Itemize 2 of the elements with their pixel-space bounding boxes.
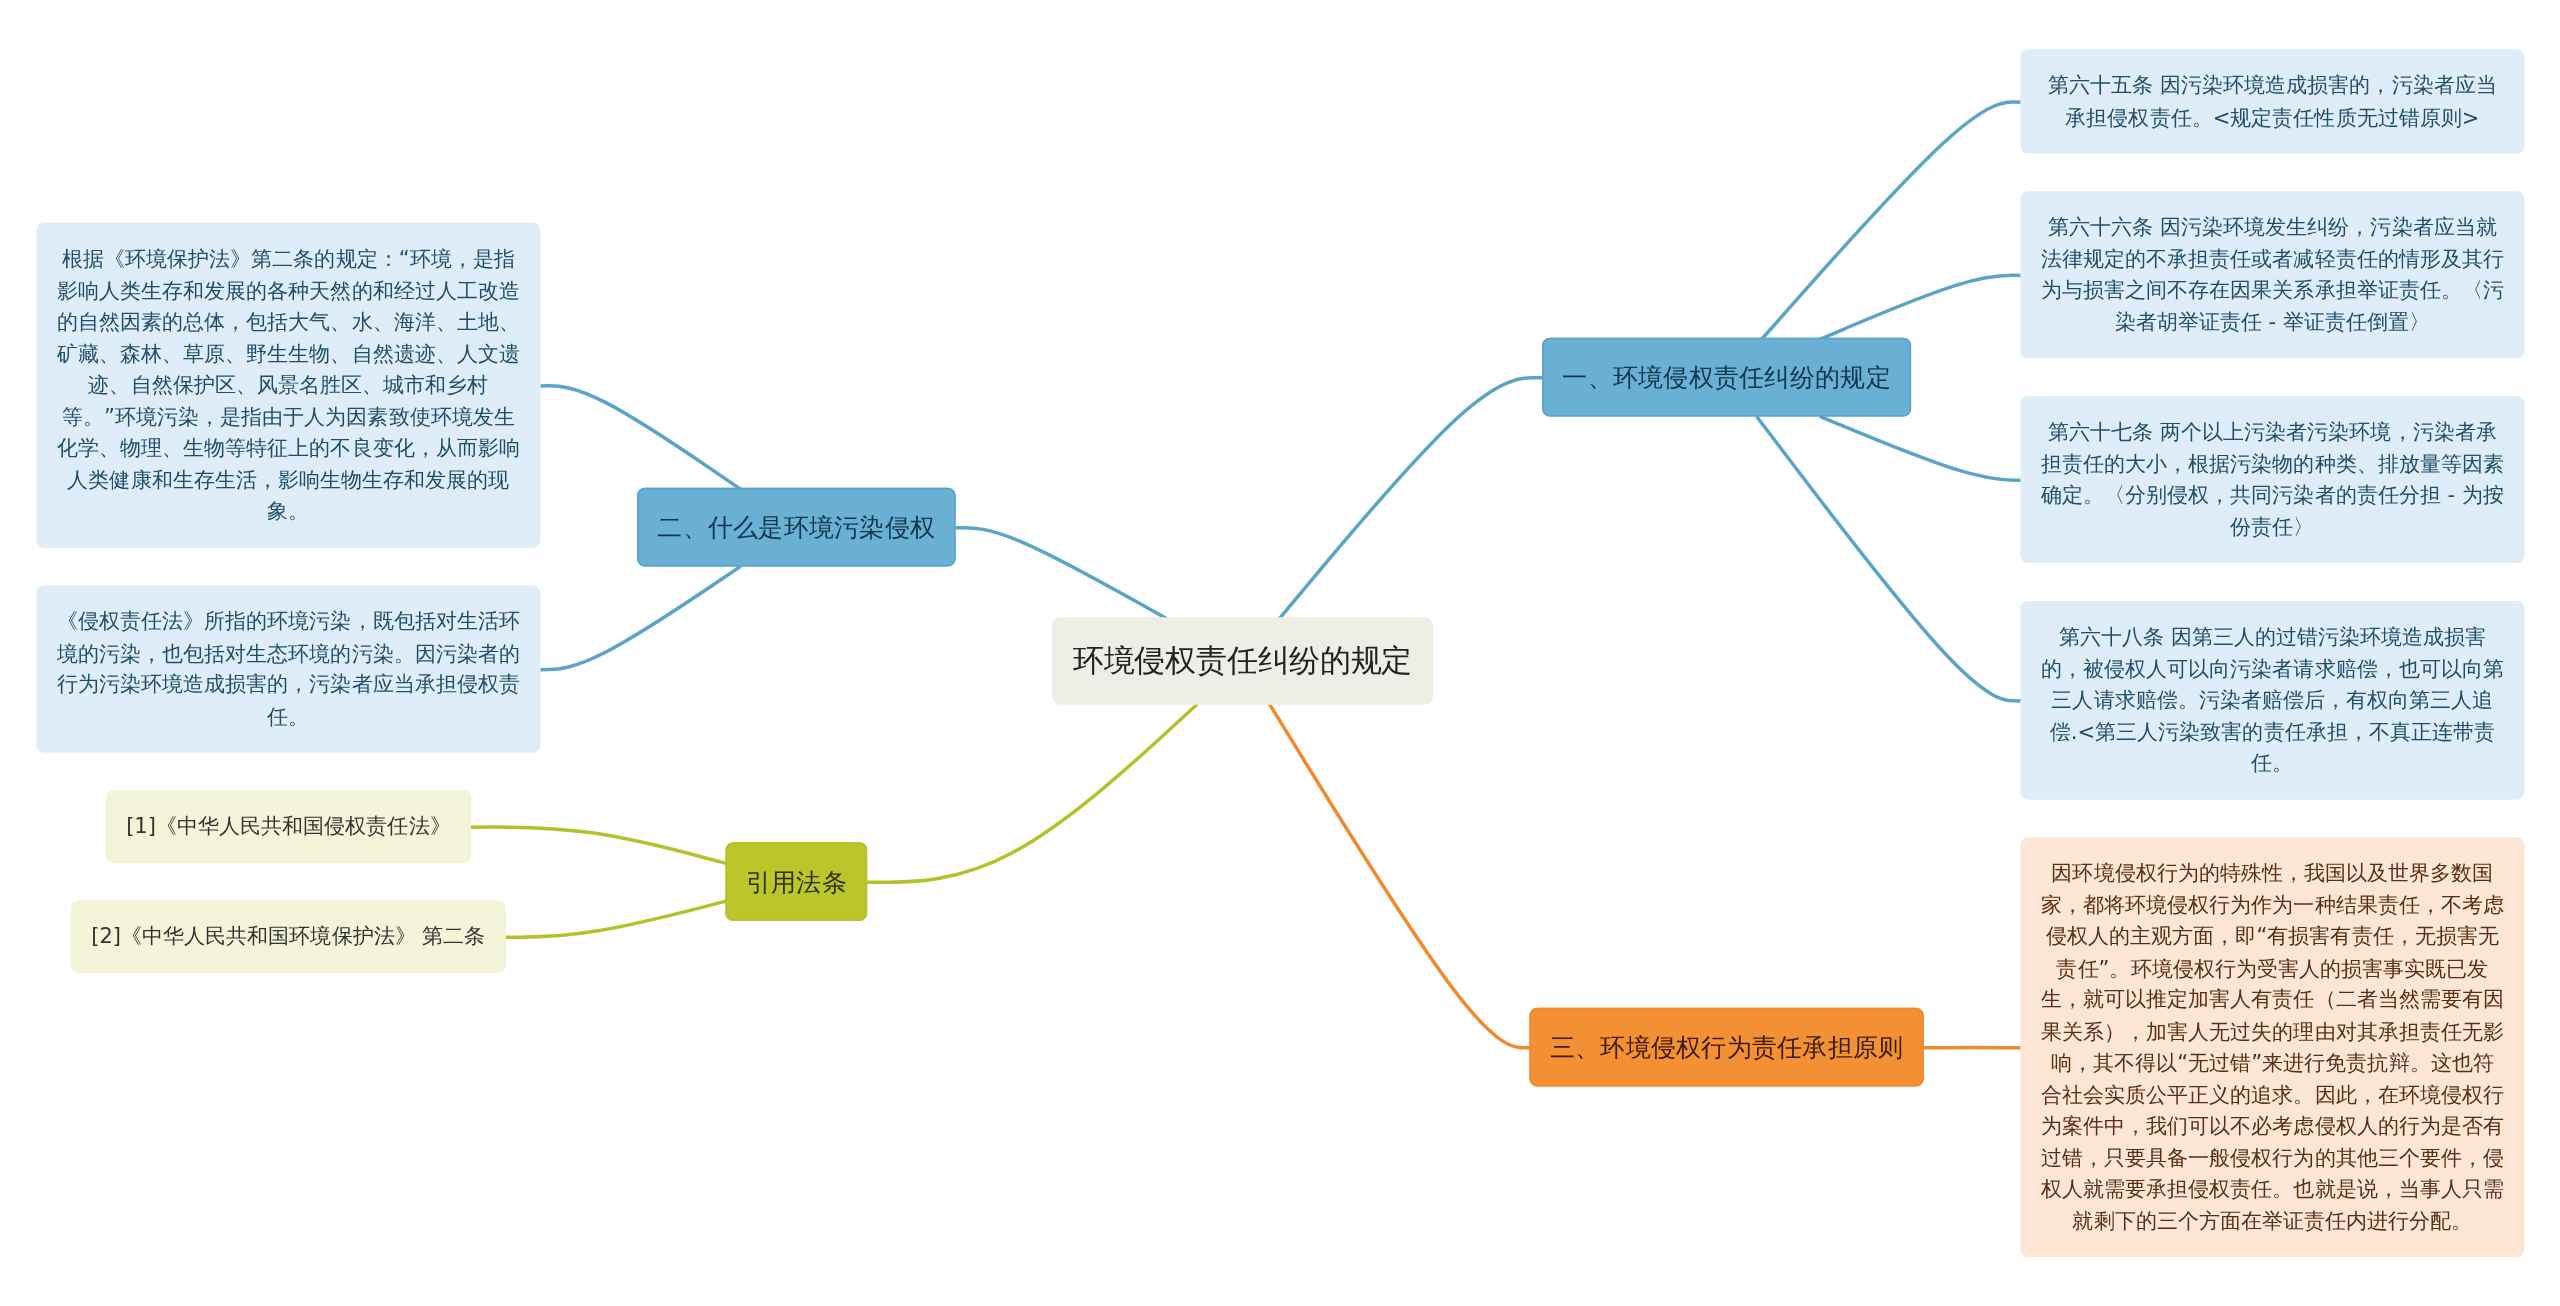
- connector: [539, 564, 742, 672]
- connector: [866, 702, 1198, 884]
